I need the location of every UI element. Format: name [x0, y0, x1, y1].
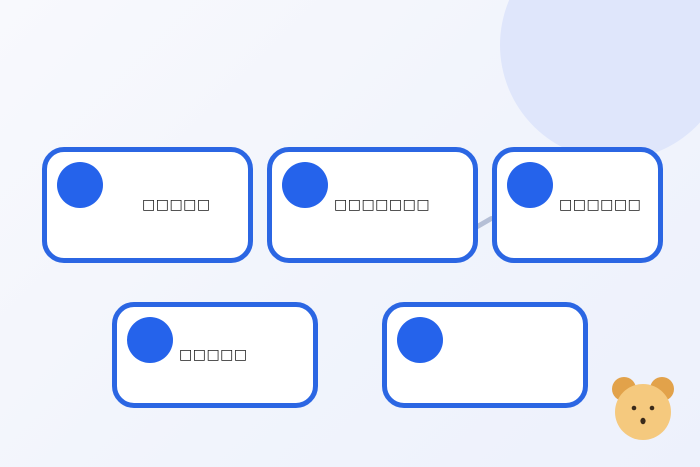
- card-dot-icon: [282, 162, 328, 208]
- bear-face-icon: [612, 377, 674, 440]
- card-dot-icon: [57, 162, 103, 208]
- bear-head: [615, 384, 671, 440]
- option-card-2[interactable]: □□□□□□□: [267, 147, 478, 263]
- card-label: □□□□□: [179, 347, 248, 363]
- bear-eye-left: [631, 405, 637, 411]
- card-label: □□□□□□: [559, 197, 642, 213]
- card-label: □□□□□□□: [334, 197, 431, 213]
- option-card-5[interactable]: [382, 302, 588, 408]
- card-dot-icon: [397, 317, 443, 363]
- background-decoration-circle: [500, 0, 700, 160]
- card-dot-icon: [127, 317, 173, 363]
- card-dot-icon: [507, 162, 553, 208]
- bear-eye-right: [649, 405, 655, 411]
- option-card-3[interactable]: □□□□□□: [492, 147, 663, 263]
- card-label: □□□□□: [142, 197, 211, 213]
- option-card-4[interactable]: □□□□□: [112, 302, 318, 408]
- bear-mouth: [640, 417, 646, 425]
- option-card-1[interactable]: □□□□□: [42, 147, 253, 263]
